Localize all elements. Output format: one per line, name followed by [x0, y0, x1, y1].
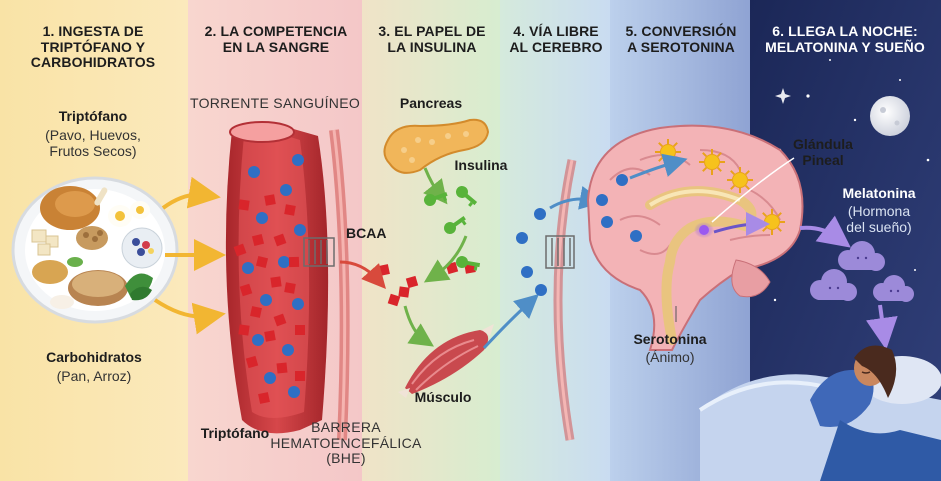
sun-icon [655, 139, 681, 165]
insulin-key-icon [456, 256, 481, 271]
bcaa-molecule [250, 306, 262, 318]
serotonin-suns [655, 139, 785, 235]
carbs-foods-label: (Pan, Arroz) [56, 368, 132, 384]
bcaa-molecule [288, 256, 300, 268]
tryptophan-molecule [292, 298, 304, 310]
section-bg-3 [362, 0, 500, 481]
arrow-1c [153, 298, 226, 335]
bcaa-molecule [264, 330, 276, 342]
bcaa-molecule [239, 283, 253, 297]
bcaa-molecule [398, 286, 410, 298]
section-title-3: 3. EL PAPEL DE LA INSULINA [378, 23, 486, 55]
sun-icon [699, 149, 725, 175]
tryptophan-label: Triptófano [58, 108, 128, 124]
section-title-6: 6. LLEGA LA NOCHE: MELATONINA Y SUEÑO [765, 23, 925, 55]
moon-icon [870, 96, 910, 136]
bcaa-molecule [238, 199, 250, 211]
bcaa-molecule [284, 204, 296, 216]
tryptophan-molecule [292, 154, 304, 166]
bcaa-molecule [270, 276, 282, 288]
bcaa-molecule [233, 243, 247, 257]
section-title-4: 4. VÍA LIBRE AL CEREBRO [509, 23, 603, 55]
tryptophan-molecule [252, 334, 264, 346]
bcaa-molecule [295, 371, 305, 381]
insulin-label: Insulina [454, 157, 508, 173]
muscle-icon [398, 324, 494, 398]
sun-icon [727, 167, 753, 193]
blood-particles [233, 154, 476, 404]
section-title-2: 2. LA COMPETENCIA EN LA SANGRE [204, 23, 348, 55]
bcaa-molecule [251, 233, 265, 247]
bcaa-molecule [284, 282, 296, 294]
serotonin-label: Serotonina [633, 331, 707, 347]
tryptophan-molecule [260, 294, 272, 306]
insulin-keys [424, 186, 481, 271]
melatonin-hormone-label: (Hormona del sueño) [846, 203, 912, 235]
tryptophan-molecule [282, 344, 294, 356]
tryptophan-in-brain [596, 174, 642, 242]
pineal-pointer [711, 157, 795, 223]
mood-label: (Ánimo) [645, 349, 695, 365]
bcaa-molecule [255, 255, 269, 269]
brain-icon [586, 124, 804, 351]
bcaa-label: BCAA [346, 225, 387, 241]
bbb-gate-icon [303, 237, 335, 267]
insulin-key-icon [456, 186, 478, 207]
section-title-5: 5. CONVERSIÓN A SEROTONINA [625, 23, 737, 55]
tryptophan-entering [516, 208, 547, 296]
tryptophan-molecule [294, 224, 306, 236]
cloud-icon [810, 241, 914, 302]
bbb-label: BARRERA HEMATOENCEFÁLICA (BHE) [270, 419, 422, 467]
pineal-label: Glándula Pineal [793, 136, 853, 168]
arrow-3d [482, 293, 539, 350]
tryptophan-molecule [278, 256, 290, 268]
arrow-6a [799, 215, 851, 248]
sun-icon [759, 209, 785, 235]
tryptophan-molecule [264, 372, 276, 384]
bcaa-molecule [295, 325, 305, 335]
tryptophan-blood-label: Triptófano [200, 425, 270, 441]
arrow-3b [423, 235, 468, 283]
bcaa-molecule [245, 355, 259, 369]
bcaa-molecule [387, 293, 401, 307]
insulin-key-icon [444, 216, 467, 234]
arrow-1a [161, 176, 221, 210]
tryptophan-molecule [256, 212, 268, 224]
tryptophan-foods-label: (Pavo, Huevos, Frutos Secos) [45, 127, 141, 159]
bbb-gate-icon-2 [545, 235, 575, 269]
arrow-2 [339, 260, 386, 289]
sleeping-woman-icon [698, 345, 941, 481]
tryptophan-molecule [248, 166, 260, 178]
bcaa-molecule [238, 324, 250, 336]
bloodstream-label: TORRENTE SANGUÍNEO [189, 95, 361, 111]
bcaa-molecule [276, 362, 288, 374]
insulin-key-icon [424, 191, 448, 206]
section-title-1: 1. INGESTA DE TRIPTÓFANO Y CARBOHIDRATOS [30, 23, 156, 71]
tryptophan-molecule [242, 262, 254, 274]
arrow-6b [865, 304, 898, 350]
pancreas-icon [383, 118, 490, 174]
bcaa-molecule [258, 392, 270, 404]
bcaa-molecule [273, 313, 287, 327]
arrow-5b [713, 212, 770, 237]
tryptophan-molecule [288, 386, 300, 398]
melatonin-label: Melatonina [842, 185, 916, 201]
arrow-5a [629, 153, 688, 180]
carbs-label: Carbohidratos [46, 349, 142, 365]
arrow-3c [403, 305, 434, 347]
bcaa-molecule [405, 275, 419, 289]
bcaa-molecule [378, 264, 390, 276]
arrow-3a [423, 167, 448, 205]
food-plate-icon [11, 176, 179, 324]
muscle-label: Músculo [414, 389, 472, 405]
pancreas-label: Pancreas [399, 95, 463, 111]
bcaa-molecule [264, 194, 276, 206]
tryptophan-molecule [280, 184, 292, 196]
bcaa-molecule [273, 233, 287, 247]
